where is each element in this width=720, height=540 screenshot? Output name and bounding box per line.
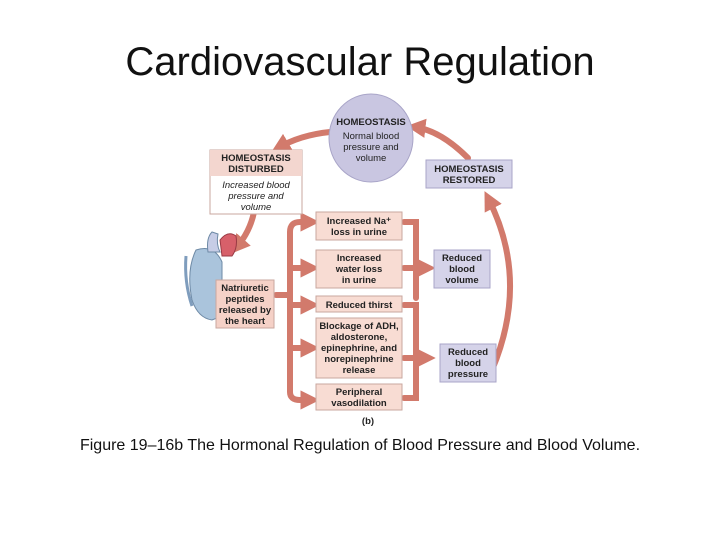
effect-4-line-2: aldosterone, [331,332,388,343]
cycle-arrows [230,118,513,410]
effect-4-line-5: release [343,365,376,376]
effect-2-line-1: Increased [337,253,382,264]
effect-3-line-1: Reduced thirst [326,300,393,311]
outcome-1-line-3: volume [445,275,478,286]
heart-label-line-2: peptides [225,294,264,305]
outcome-reduced-blood-volume: Reduced blood volume [433,249,491,289]
outcome-2-line-2: blood [455,358,481,369]
homeostasis-heading: HOMEOSTASIS [336,117,406,128]
heart-label-line-1: Natriuretic [221,283,269,294]
arrow-homeostasis-to-disturbed [271,129,333,152]
disturbed-line-3: volume [241,202,272,213]
heart-label-line-3: released by [219,305,272,316]
disturbed-line-1: Increased blood [222,180,290,191]
effect-box-3: Reduced thirst [315,295,403,313]
arrow-bp-to-restored [484,191,513,373]
effect-1-line-1: Increased Na⁺ [327,216,391,227]
disturbed-line-2: pressure and [227,191,284,202]
outcome-2-line-3: pressure [448,369,488,380]
restored-heading-1: HOMEOSTASIS [434,164,504,175]
effect-box-4: Blockage of ADH, aldosterone, epinephrin… [315,317,403,379]
effect-4-line-3: epinephrine, and [321,343,397,354]
arrow-effects-to-volume [401,219,428,301]
effect-5-line-1: Peripheral [336,387,382,398]
effect-box-1: Increased Na⁺ loss in urine [315,211,403,241]
homeostasis-node: HOMEOSTASIS Normal blood pressure and vo… [328,93,414,183]
effect-2-line-3: in urine [342,275,376,286]
effect-box-5: Peripheral vasodilation [315,383,403,411]
effect-1-line-2: loss in urine [331,227,387,238]
outcome-reduced-blood-pressure: Reduced blood pressure [439,343,497,383]
homeostasis-restored-box: HOMEOSTASIS RESTORED [425,159,513,189]
arrow-disturbed-to-heart [230,209,257,254]
effect-4-line-1: Blockage of ADH, [319,321,398,332]
arrow-effects-to-pressure [401,302,428,401]
outcome-1-line-2: blood [449,264,475,275]
homeostasis-line-1: Normal blood [343,131,400,142]
heart-illustration [184,231,237,321]
effect-2-line-2: water loss [335,264,382,275]
effect-4-line-4: norepinephrine [324,354,393,365]
slide-title: Cardiovascular Regulation [125,40,595,84]
arrow-restored-to-homeostasis [406,118,471,161]
restored-heading-2: RESTORED [443,175,496,186]
natriuretic-peptides-box: Natriuretic peptides released by the hea… [215,279,275,329]
disturbed-heading-2: DISTURBED [228,164,284,175]
heart-label-line-4: the heart [225,316,266,327]
effect-box-2: Increased water loss in urine [315,249,403,289]
arrow-bracket-main [273,212,320,298]
outcome-2-line-1: Reduced [448,347,488,358]
panel-label: (b) [362,416,374,427]
homeostasis-line-3: volume [356,153,387,164]
outcome-1-line-1: Reduced [442,253,482,264]
disturbed-heading-1: HOMEOSTASIS [221,153,291,164]
arrow-bracket-lower [287,292,320,410]
homeostasis-disturbed-box: HOMEOSTASIS DISTURBED Increased blood pr… [209,149,303,215]
figure-caption: Figure 19–16b The Hormonal Regulation of… [79,437,641,454]
homeostasis-line-2: pressure and [343,142,398,153]
effect-5-line-2: vasodilation [331,398,387,409]
